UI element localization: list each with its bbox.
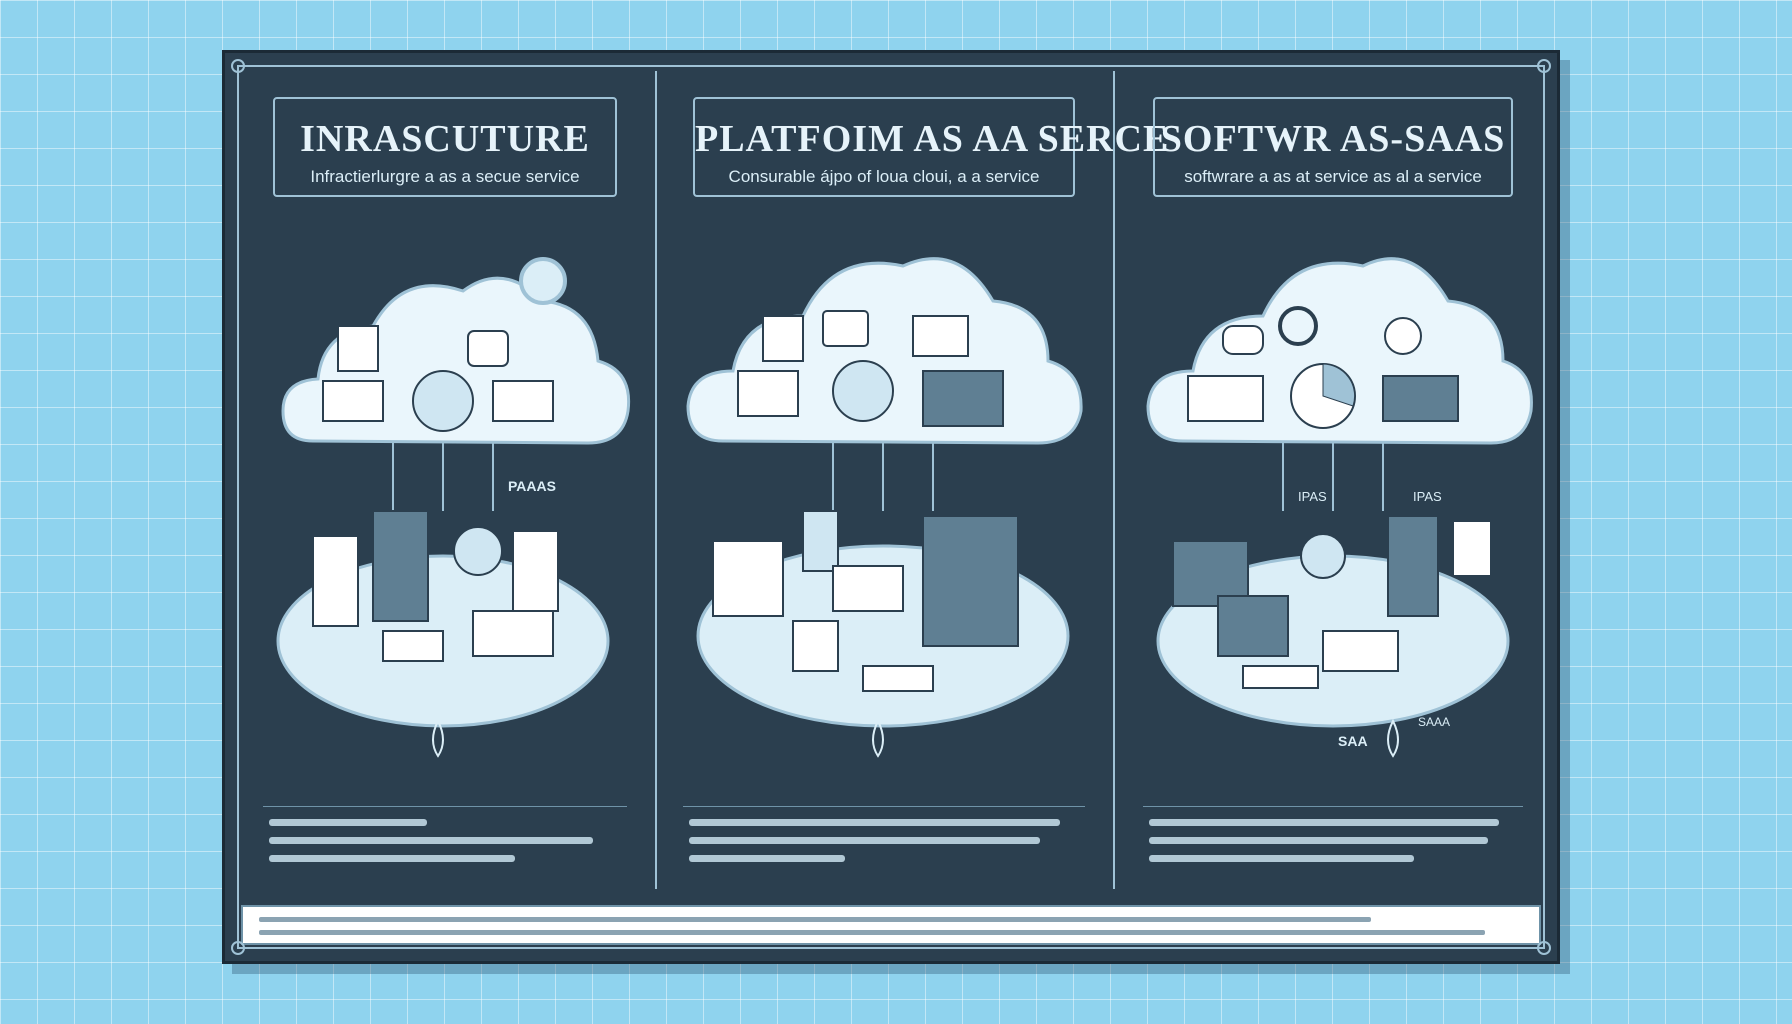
globe-icon bbox=[453, 526, 503, 576]
corner-ornament bbox=[231, 59, 245, 73]
corner-ornament bbox=[1537, 941, 1551, 955]
document-icon bbox=[337, 325, 379, 372]
panel-software: SOFTWR AS-SAAS softwrare a as at service… bbox=[1123, 71, 1543, 889]
software-illustration: IPAS IPAS SAA SAAA bbox=[1146, 257, 1533, 758]
footer-text-strip bbox=[241, 905, 1541, 945]
infographic-board: INRASCUTURE Infractierlurgre a as a secu… bbox=[222, 50, 1560, 964]
server-icon bbox=[492, 380, 554, 422]
panel-divider bbox=[1113, 71, 1115, 889]
server-icon bbox=[1382, 375, 1459, 422]
server-icon bbox=[512, 530, 559, 612]
panel-subtitle: softwrare a as at service as al a servic… bbox=[1184, 167, 1482, 186]
corner-ornament bbox=[231, 941, 245, 955]
server-icon bbox=[832, 565, 904, 612]
label-saaa: SAAA bbox=[1418, 715, 1450, 729]
server-icon bbox=[322, 380, 384, 422]
server-rack-icon bbox=[372, 510, 429, 622]
globe-icon bbox=[832, 360, 894, 422]
title-box-platform: PLATFOIM AS AA SERCE Consurable ájpo of … bbox=[693, 97, 1170, 197]
title-box-infrastructure: INRASCUTURE Infractierlurgre a as a secu… bbox=[273, 97, 617, 197]
droplet-icon bbox=[432, 718, 444, 758]
infrastructure-illustration: PAAAS bbox=[276, 257, 631, 758]
panel-title: SOFTWR AS-SAAS bbox=[1160, 118, 1506, 160]
panel-title: PLATFOIM AS AA SERCE bbox=[695, 118, 1170, 160]
monitor-icon bbox=[467, 330, 509, 367]
globe-icon bbox=[1300, 533, 1346, 579]
corner-ornament bbox=[1537, 59, 1551, 73]
droplet-icon bbox=[872, 718, 884, 758]
document-icon bbox=[1187, 375, 1264, 422]
label-paaas: PAAAS bbox=[508, 478, 556, 494]
storage-stack-icon bbox=[712, 540, 784, 617]
laptop-icon bbox=[1322, 630, 1399, 672]
panel-infrastructure: INRASCUTURE Infractierlurgre a as a secu… bbox=[243, 71, 647, 889]
globe-icon bbox=[412, 370, 474, 432]
label-ipas: IPAS bbox=[1298, 489, 1327, 504]
monitor-icon bbox=[737, 370, 799, 417]
book-icon bbox=[472, 610, 554, 657]
gear-icon bbox=[1384, 317, 1422, 355]
server-rack-icon bbox=[1387, 515, 1439, 617]
gear-icon bbox=[1278, 306, 1318, 346]
board-border bbox=[237, 65, 1545, 949]
description-placeholder bbox=[263, 806, 627, 876]
panel-subtitle: Infractierlurgre a as a secue service bbox=[310, 167, 580, 186]
card-icon bbox=[912, 315, 969, 357]
tablet-icon bbox=[792, 620, 839, 672]
description-placeholder bbox=[1143, 806, 1523, 876]
label-ipas: IPAS bbox=[1413, 489, 1442, 504]
server-icon bbox=[922, 370, 1004, 427]
platform-illustration bbox=[686, 257, 1083, 758]
droplet-icon bbox=[1387, 718, 1399, 758]
server-rack-icon bbox=[922, 515, 1019, 647]
keyboard-icon bbox=[1242, 665, 1319, 689]
cloud-sync-icon bbox=[1222, 325, 1264, 355]
pie-slice bbox=[1322, 363, 1356, 407]
panel-divider bbox=[655, 71, 657, 889]
description-placeholder bbox=[683, 806, 1085, 876]
storage-stack-icon bbox=[312, 535, 359, 627]
laptop-icon bbox=[382, 630, 444, 662]
cloud-upload-icon bbox=[822, 310, 869, 347]
document-icon bbox=[762, 315, 804, 362]
clipboard-icon bbox=[1452, 520, 1492, 577]
monitor-icon bbox=[1217, 595, 1289, 657]
keyboard-icon bbox=[862, 665, 934, 692]
title-box-software: SOFTWR AS-SAAS softwrare a as at service… bbox=[1153, 97, 1513, 197]
database-icon bbox=[802, 510, 839, 572]
panel-platform: PLATFOIM AS AA SERCE Consurable ájpo of … bbox=[663, 71, 1170, 889]
panel-title: INRASCUTURE bbox=[300, 118, 590, 160]
panel-subtitle: Consurable ájpo of loua cloui, a a servi… bbox=[728, 167, 1040, 186]
gear-icon bbox=[519, 257, 567, 305]
label-saa: SAA bbox=[1338, 733, 1368, 749]
